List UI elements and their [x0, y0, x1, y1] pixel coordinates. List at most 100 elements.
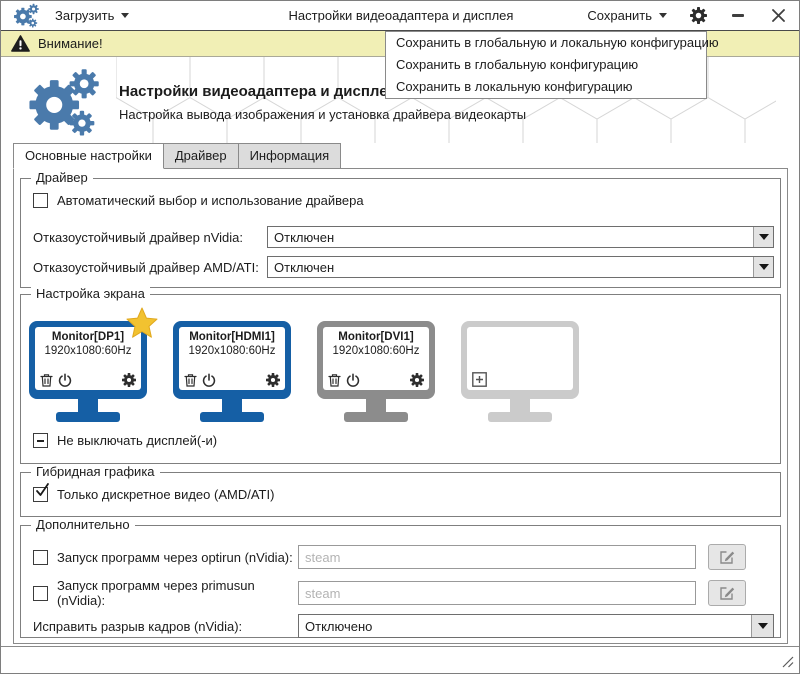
discrete-video-label: Только дискретное видео (AMD/ATI) — [57, 487, 275, 502]
primusun-row: Запуск программ через primusun (nVidia): — [33, 578, 746, 608]
group-hybrid-title: Гибридная графика — [31, 464, 160, 479]
nvidia-failsafe-select[interactable]: Отключен — [267, 226, 774, 248]
monitor-name: Monitor[HDMI1] — [189, 331, 275, 343]
status-bar — [1, 646, 799, 673]
minimize-button[interactable] — [729, 7, 747, 25]
window-title: Настройки видеоадаптера и дисплея — [288, 8, 514, 23]
monitor-stand — [222, 399, 242, 412]
amd-failsafe-value: Отключен — [274, 259, 335, 275]
optirun-input[interactable] — [298, 545, 696, 569]
tearing-value: Отключено — [305, 618, 373, 634]
tab-driver[interactable]: Драйвер — [163, 143, 239, 169]
page-title: Настройки видеоадаптера и дисплея — [119, 83, 397, 100]
primary-star-icon — [126, 307, 158, 338]
menu-item-save-global-local[interactable]: Сохранить в глобальную и локальную конфи… — [396, 35, 719, 50]
monitor-base — [200, 412, 264, 422]
checkmark-icon — [36, 483, 49, 496]
tab-bar: Основные настройки Драйвер Информация — [13, 143, 342, 169]
close-button[interactable] — [769, 7, 787, 25]
optirun-edit-button[interactable] — [708, 544, 746, 570]
auto-driver-row: Автоматический выбор и использование дра… — [33, 193, 364, 208]
monitor-base — [56, 412, 120, 422]
monitor-base — [488, 412, 552, 422]
monitor-screen — [467, 327, 573, 390]
monitor-resolution: 1920x1080:60Hz — [332, 345, 420, 357]
gear-icon — [689, 7, 707, 24]
save-dropdown-menu: Сохранить в глобальную и локальную конфи… — [385, 31, 719, 99]
group-hybrid-graphics: Гибридная графика Только дискретное виде… — [20, 464, 781, 517]
dropdown-arrow-button[interactable] — [753, 227, 773, 247]
keep-display-on-label: Не выключать дисплей(-и) — [57, 433, 218, 448]
amd-failsafe-row: Отказоустойчивый драйвер AMD/ATI: Отключ… — [33, 256, 774, 278]
monitor-base — [344, 412, 408, 422]
nvidia-failsafe-row: Отказоустойчивый драйвер nVidia: Отключе… — [33, 226, 774, 248]
primusun-checkbox[interactable] — [33, 585, 48, 601]
nvidia-failsafe-value: Отключен — [274, 229, 335, 245]
edit-pencil-icon — [720, 551, 735, 564]
amd-failsafe-label: Отказоустойчивый драйвер AMD/ATI: — [33, 259, 259, 275]
menu-item-save-global[interactable]: Сохранить в глобальную конфигурацию — [396, 57, 639, 72]
optirun-checkbox[interactable] — [33, 549, 48, 565]
gear-icon[interactable] — [122, 373, 136, 387]
power-icon[interactable] — [58, 373, 72, 387]
monitor-name: Monitor[DP1] — [51, 331, 125, 343]
tearing-select[interactable]: Отключено — [298, 614, 774, 638]
edit-pencil-icon — [720, 587, 735, 600]
tearing-row: Исправить разрыв кадров (nVidia): Отключ… — [33, 614, 774, 638]
monitor-bezel — [461, 321, 579, 399]
group-driver: Драйвер Автоматический выбор и использов… — [20, 170, 781, 288]
trash-icon[interactable] — [328, 373, 341, 387]
power-icon[interactable] — [202, 373, 216, 387]
group-screen-setup: Настройка экрана Monitor[DP1] 1920x1080:… — [20, 286, 781, 464]
monitor-resolution: 1920x1080:60Hz — [188, 345, 276, 357]
amd-failsafe-select[interactable]: Отключен — [267, 256, 774, 278]
monitor-bezel: Monitor[DP1] 1920x1080:60Hz — [29, 321, 147, 399]
save-menu-button[interactable]: Сохранить — [587, 8, 667, 23]
settings-gear-button[interactable] — [689, 7, 707, 25]
tab-main-settings[interactable]: Основные настройки — [13, 143, 164, 169]
primusun-input[interactable] — [298, 581, 696, 605]
monitor-slot-empty[interactable] — [461, 321, 579, 422]
primusun-edit-button[interactable] — [708, 580, 746, 606]
auto-driver-checkbox[interactable] — [33, 193, 48, 208]
warning-text: Внимание! — [38, 36, 103, 51]
gear-icon[interactable] — [410, 373, 424, 387]
monitor-list: Monitor[DP1] 1920x1080:60Hz Moni — [29, 307, 579, 422]
close-icon — [771, 9, 785, 22]
add-monitor-icon[interactable] — [472, 372, 487, 387]
monitor-dp1[interactable]: Monitor[DP1] 1920x1080:60Hz — [29, 307, 158, 422]
load-menu-label: Загрузить — [55, 8, 115, 23]
menu-item-save-local[interactable]: Сохранить в локальную конфигурацию — [396, 79, 633, 94]
dropdown-arrow-button[interactable] — [751, 615, 773, 637]
titlebar: Загрузить Настройки видеоадаптера и дисп… — [1, 1, 799, 31]
chevron-down-icon — [659, 13, 667, 18]
monitor-dvi1[interactable]: Monitor[DVI1] 1920x1080:60Hz — [317, 321, 435, 422]
nvidia-failsafe-label: Отказоустойчивый драйвер nVidia: — [33, 229, 243, 245]
monitor-stand — [78, 399, 98, 412]
trash-icon[interactable] — [184, 373, 197, 387]
monitor-resolution: 1920x1080:60Hz — [44, 345, 132, 357]
keep-display-on-checkbox[interactable] — [33, 433, 48, 448]
monitor-name: Monitor[DVI1] — [338, 331, 414, 343]
discrete-video-checkbox[interactable] — [33, 483, 49, 502]
page-subtitle: Настройка вывода изображения и установка… — [119, 107, 527, 122]
chevron-down-icon — [758, 264, 769, 270]
auto-driver-label: Автоматический выбор и использование дра… — [57, 193, 364, 208]
save-menu-label: Сохранить — [587, 8, 652, 23]
minimize-icon — [732, 14, 744, 17]
warning-triangle-icon — [11, 35, 30, 52]
chevron-down-icon — [757, 623, 768, 629]
dropdown-arrow-button[interactable] — [753, 257, 773, 277]
tab-information[interactable]: Информация — [238, 143, 342, 169]
monitor-screen: Monitor[HDMI1] 1920x1080:60Hz — [179, 327, 285, 390]
trash-icon[interactable] — [40, 373, 53, 387]
monitor-hdmi1[interactable]: Monitor[HDMI1] 1920x1080:60Hz — [173, 321, 291, 422]
resize-grip-icon[interactable] — [782, 656, 794, 668]
monitor-stand — [510, 399, 530, 412]
monitor-screen: Monitor[DP1] 1920x1080:60Hz — [35, 327, 141, 390]
main-settings-panel: Драйвер Автоматический выбор и использов… — [13, 168, 788, 644]
monitor-screen: Monitor[DVI1] 1920x1080:60Hz — [323, 327, 429, 390]
load-menu-button[interactable]: Загрузить — [55, 8, 130, 23]
power-icon[interactable] — [346, 373, 360, 387]
gear-icon[interactable] — [266, 373, 280, 387]
